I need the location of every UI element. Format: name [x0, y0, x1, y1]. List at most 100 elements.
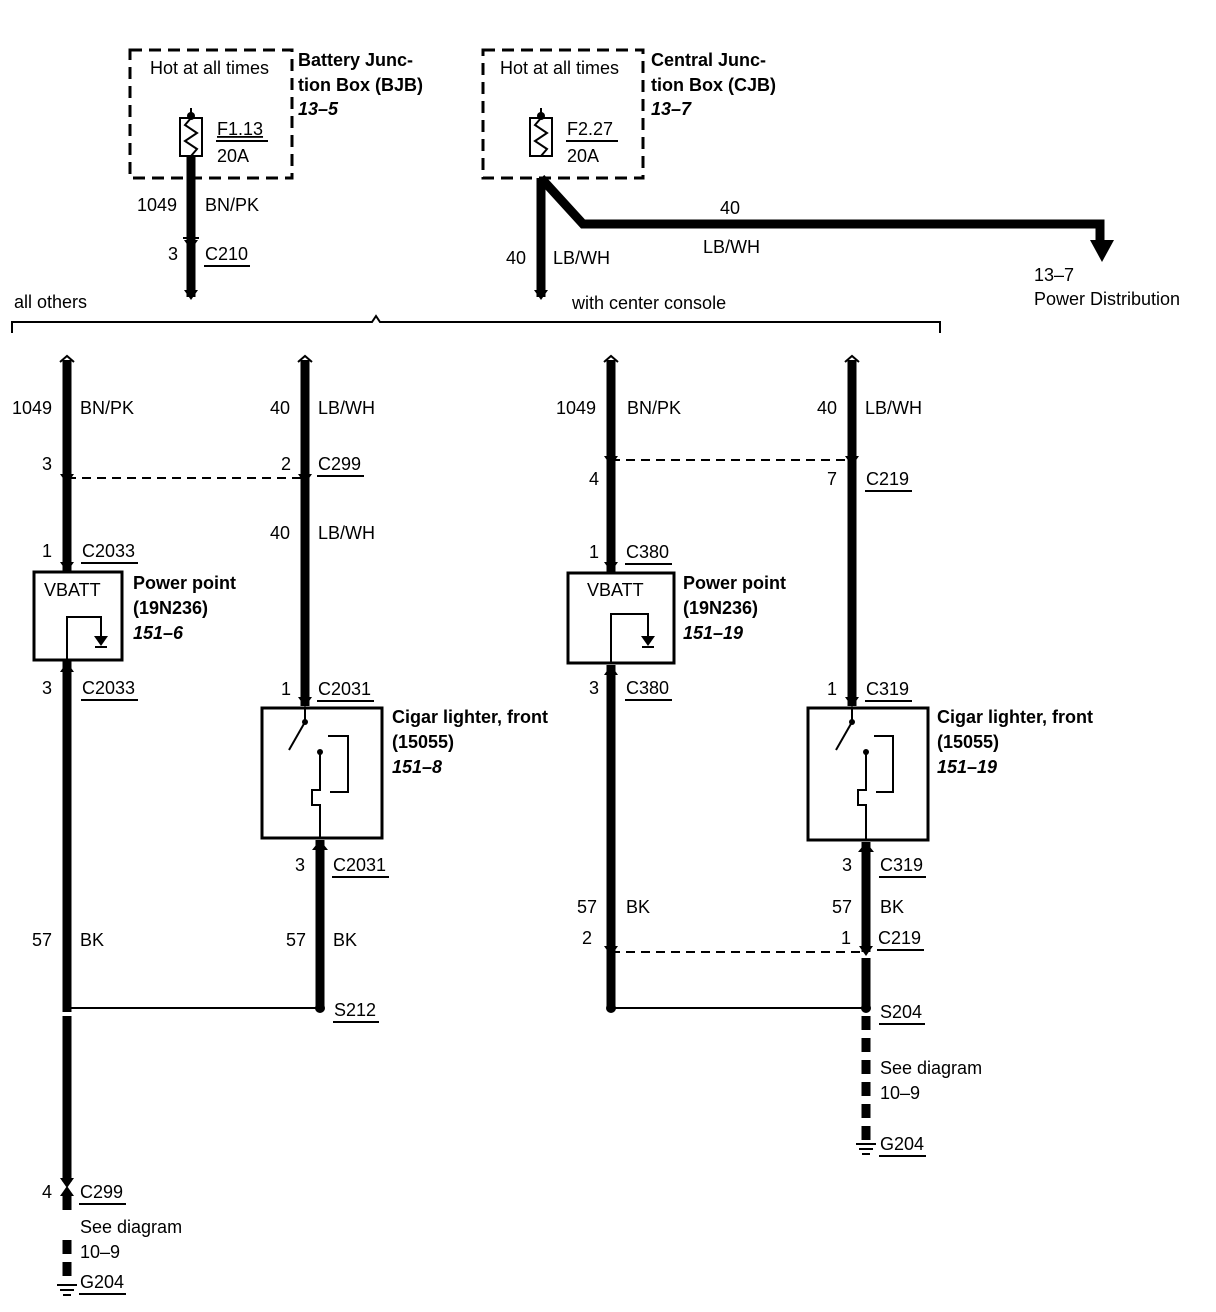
- ground-icon: [57, 1284, 77, 1296]
- connector-c2033: C2033: [82, 678, 135, 698]
- pin-number: 1: [281, 679, 291, 699]
- vbatt-label: VBATT: [44, 580, 101, 600]
- cigar-lighter-number: (15055): [392, 732, 454, 752]
- wire-color: LB/WH: [318, 398, 375, 418]
- cigar-lighter-name: Cigar lighter, front: [937, 707, 1093, 727]
- wire-40-top: 40 LB/WH 40 LB/WH 13–7 Power Distributio…: [506, 174, 1180, 309]
- cigar-lighter-box: [806, 706, 930, 842]
- pin-number: 2: [281, 454, 291, 474]
- pin-number: 1: [42, 541, 52, 561]
- battery-junction-box: Hot at all times Battery Junc- tion Box …: [128, 48, 423, 180]
- pin-number: 3: [168, 244, 178, 264]
- with-center-console-label: with center console: [571, 293, 726, 313]
- wire-number: 57: [832, 897, 852, 917]
- wire-color: BK: [880, 897, 904, 917]
- connector-c2031: C2031: [333, 855, 386, 875]
- bjb-name-line2: tion Box (BJB): [298, 75, 423, 95]
- wire-color: LB/WH: [703, 237, 760, 257]
- power-distribution-label: Power Distribution: [1034, 289, 1180, 309]
- heating-element-icon: [874, 735, 894, 793]
- cjb-hot-label: Hot at all times: [500, 58, 619, 78]
- cjb-fuse-label: F2.27: [567, 119, 613, 139]
- wire-number: 40: [270, 398, 290, 418]
- wire-number: 40: [720, 198, 740, 218]
- splice-s212: S212: [334, 1000, 376, 1020]
- wire-number: 40: [270, 523, 290, 543]
- ground-g204: G204: [80, 1272, 124, 1292]
- cjb-name-line2: tion Box (CJB): [651, 75, 776, 95]
- wire-color: BK: [333, 930, 357, 950]
- connector-c210: C210: [205, 244, 248, 264]
- wire-color: BN/PK: [205, 195, 259, 215]
- wire-color: BK: [80, 930, 104, 950]
- vbatt-label: VBATT: [587, 580, 644, 600]
- circuit-center-console: 1049 BN/PK 40 LB/WH 4 7 C219 1 C380 VBAT…: [556, 354, 1093, 1157]
- see-diagram-ref: 10–9: [880, 1083, 920, 1103]
- power-point-name: Power point: [133, 573, 236, 593]
- ground-icon: [94, 636, 108, 646]
- pin-number: 3: [589, 678, 599, 698]
- pin-number: 3: [42, 454, 52, 474]
- pin-number: 3: [42, 678, 52, 698]
- connector-c219: C219: [866, 469, 909, 489]
- power-point-ref: 151–6: [133, 623, 184, 643]
- pin-number: 2: [582, 928, 592, 948]
- wire-number: 40: [817, 398, 837, 418]
- cigar-lighter-name: Cigar lighter, front: [392, 707, 548, 727]
- pin-number: 1: [841, 928, 851, 948]
- pin-number: 4: [42, 1182, 52, 1202]
- wire-color: LB/WH: [318, 523, 375, 543]
- pin-number: 4: [589, 469, 599, 489]
- central-junction-box: Hot at all times Central Junc- tion Box …: [481, 48, 776, 180]
- cjb-page-ref: 13–7: [651, 99, 692, 119]
- wire-color: BK: [626, 897, 650, 917]
- connector-c299: C299: [318, 454, 361, 474]
- power-point-ref: 151–19: [683, 623, 743, 643]
- pin-number: 1: [589, 542, 599, 562]
- ground-icon: [856, 1143, 876, 1155]
- power-distribution-ref: 13–7: [1034, 265, 1074, 285]
- see-diagram-ref: 10–9: [80, 1242, 120, 1262]
- splice-s204: S204: [880, 1002, 922, 1022]
- wire-number: 57: [286, 930, 306, 950]
- wire-color: LB/WH: [553, 248, 610, 268]
- wire-number: 57: [577, 897, 597, 917]
- power-point-name: Power point: [683, 573, 786, 593]
- wire-1049-top: 1049 BN/PK 3 C210: [137, 156, 259, 300]
- cjb-name-line1: Central Junc-: [651, 50, 766, 70]
- ground-icon: [641, 636, 655, 646]
- see-diagram-label: See diagram: [80, 1217, 182, 1237]
- power-point-box: [566, 571, 676, 665]
- heating-element-icon: [328, 735, 349, 793]
- wire-number: 1049: [137, 195, 177, 215]
- power-point-number: (19N236): [683, 598, 758, 618]
- pin-number: 3: [842, 855, 852, 875]
- cigar-lighter-number: (15055): [937, 732, 999, 752]
- bjb-name-line1: Battery Junc-: [298, 50, 413, 70]
- wire-color: LB/WH: [865, 398, 922, 418]
- wire-color: BN/PK: [80, 398, 134, 418]
- wire-color: BN/PK: [627, 398, 681, 418]
- option-bracket: all others with center console: [11, 292, 941, 333]
- bjb-fuse-label: F1.13: [217, 119, 263, 139]
- pin-number: 1: [827, 679, 837, 699]
- wire-number: 40: [506, 248, 526, 268]
- wire-number: 1049: [12, 398, 52, 418]
- wire-number: 57: [32, 930, 52, 950]
- connector-c380: C380: [626, 678, 669, 698]
- connector-c219: C219: [878, 928, 921, 948]
- connector-c319: C319: [880, 855, 923, 875]
- cigar-lighter-ref: 151–8: [392, 757, 442, 777]
- connector-c2033: C2033: [82, 541, 135, 561]
- bjb-hot-label: Hot at all times: [150, 58, 269, 78]
- pin-number: 7: [827, 469, 837, 489]
- connector-c2031: C2031: [318, 679, 371, 699]
- cigar-lighter-ref: 151–19: [937, 757, 997, 777]
- pin-number: 3: [295, 855, 305, 875]
- bjb-fuse-amps: 20A: [217, 146, 249, 166]
- wire-number: 1049: [556, 398, 596, 418]
- ground-g204: G204: [880, 1134, 924, 1154]
- circuit-all-others: 1049 BN/PK 40 LB/WH 3 2 C299 40 LB/WH 1 …: [12, 354, 548, 1296]
- arrow-down-icon: [1090, 240, 1114, 262]
